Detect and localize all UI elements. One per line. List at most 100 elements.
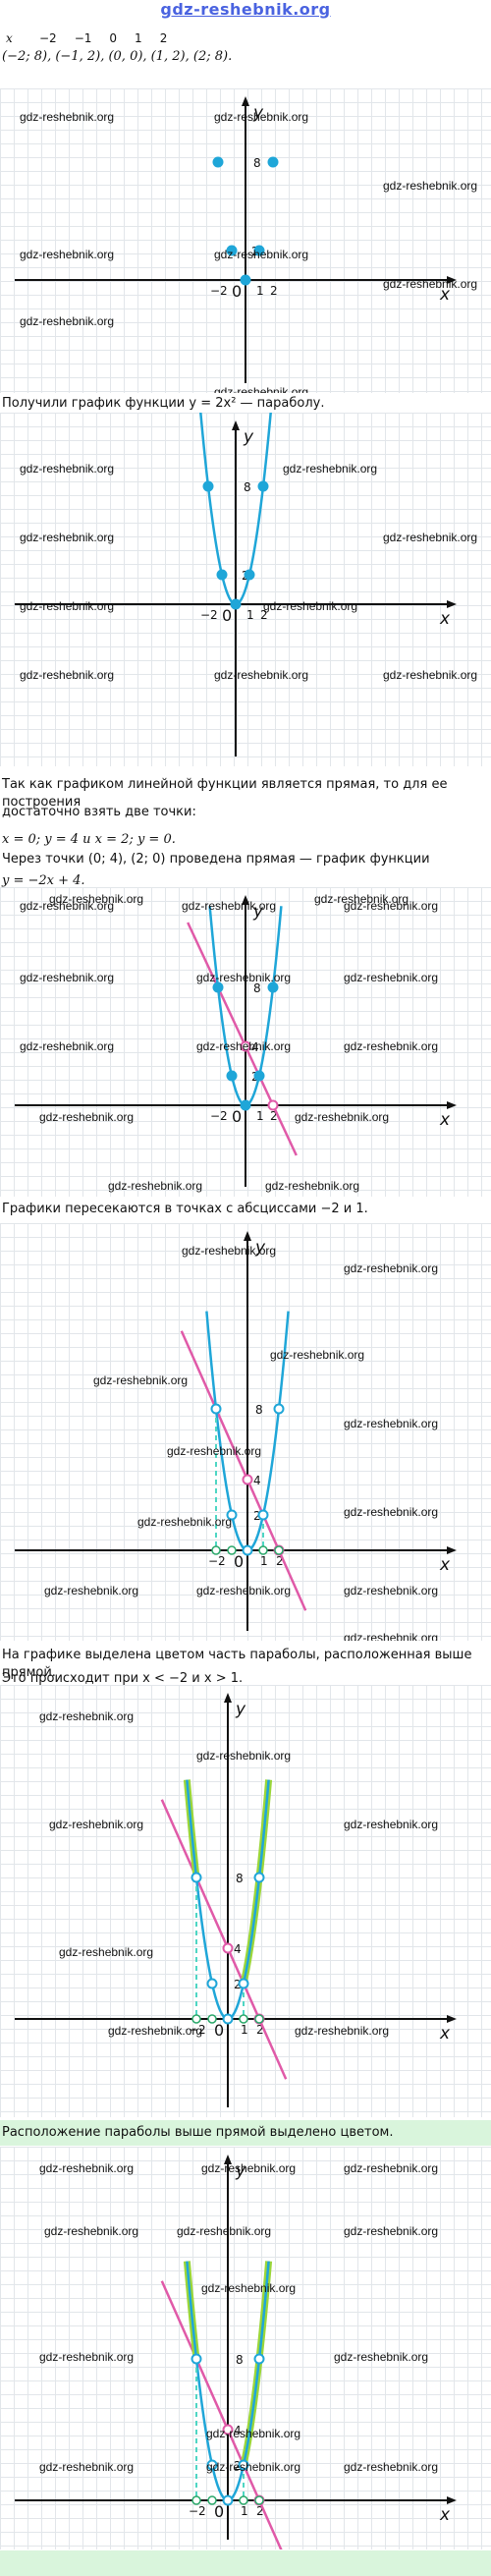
watermark: gdz-reshebnik.org [344, 2224, 439, 2238]
parabola-point [222, 2013, 234, 2025]
parabola-point [212, 156, 224, 168]
watermark: gdz-reshebnik.org [214, 385, 309, 393]
origin-label: 0 [222, 606, 232, 625]
y-tick-label: 4 [234, 2424, 242, 2437]
parabola-point [238, 1978, 249, 1989]
watermark: gdz-reshebnik.org [214, 248, 309, 261]
watermark: gdz-reshebnik.org [206, 2460, 301, 2474]
watermark: gdz-reshebnik.org [39, 2460, 135, 2474]
x-tick-label: 1 [256, 1109, 264, 1123]
graph-panel-1: xy0−21282gdz-reshebnik.orggdz-reshebnik.… [0, 88, 491, 393]
parabola-point [226, 1070, 238, 1082]
watermark: gdz-reshebnik.org [93, 1373, 189, 1387]
watermark: gdz-reshebnik.org [201, 2281, 297, 2295]
y-axis-label: y [252, 103, 264, 123]
x-axis-label: x [439, 2024, 451, 2044]
x-axis-point [191, 2495, 201, 2505]
parabola-point [226, 245, 238, 256]
x-axis-point [191, 2014, 201, 2024]
y-axis-arrow [224, 2155, 232, 2164]
x-tick-label: 2 [276, 1554, 284, 1568]
origin-label: 0 [234, 1552, 244, 1571]
line-point [222, 2424, 234, 2436]
text-line-through: Через точки (0; 4), (2; 0) проведена пря… [2, 852, 430, 867]
watermark: gdz-reshebnik.org [344, 1417, 439, 1430]
watermark: gdz-reshebnik.org [108, 2024, 203, 2038]
watermark: gdz-reshebnik.org [167, 1444, 262, 1458]
site-title[interactable]: gdz-reshebnik.org [160, 0, 331, 19]
x-tick-label: 1 [260, 1554, 268, 1568]
text-highlight-1: На графике выделена цветом часть парабол… [2, 1648, 472, 1680]
y-tick-label: 4 [253, 1474, 261, 1487]
table-x-value: 0 [109, 31, 118, 45]
watermark: gdz-reshebnik.org [344, 971, 439, 984]
x-tick-label: −2 [210, 1109, 228, 1123]
watermark: gdz-reshebnik.org [196, 971, 292, 984]
watermark: gdz-reshebnik.org [344, 1505, 439, 1519]
table-x-value: −1 [74, 31, 92, 45]
x-tick-label: 2 [256, 2504, 264, 2518]
y-axis-arrow [242, 895, 249, 905]
y-axis-label: y [235, 1700, 246, 1719]
y-tick-label: 8 [236, 1872, 244, 1885]
x-tick-label: 1 [256, 284, 264, 298]
x-tick-label: 2 [270, 284, 278, 298]
line-point [242, 1474, 253, 1485]
watermark: gdz-reshebnik.org [344, 1584, 439, 1597]
y-tick-label: 8 [244, 480, 251, 494]
x-axis-point [239, 2014, 248, 2024]
table-x-label: x [6, 31, 13, 45]
x-tick-label: 1 [241, 2023, 248, 2037]
x-axis-label: x [439, 1110, 451, 1130]
line-point [240, 1040, 251, 1052]
line-graph [160, 2280, 283, 2549]
parabola-point [206, 1978, 218, 1989]
x-axis-label: x [439, 2505, 451, 2525]
watermark: gdz-reshebnik.org [20, 314, 115, 328]
parabola-point [253, 1070, 265, 1082]
x-tick-label: −2 [200, 608, 218, 622]
y-tick-label: 2 [234, 2459, 242, 2473]
watermark: gdz-reshebnik.org [383, 531, 478, 544]
graph-panel-3: xy0−212842gdz-reshebnik.orggdz-reshebnik… [0, 887, 491, 1197]
watermark: gdz-reshebnik.org [196, 1039, 292, 1053]
x-tick-label: 2 [256, 2023, 264, 2037]
watermark: gdz-reshebnik.org [20, 248, 115, 261]
watermark: gdz-reshebnik.org [20, 110, 115, 124]
x-axis-arrow [447, 1546, 457, 1554]
watermark: gdz-reshebnik.org [383, 179, 478, 193]
origin-label: 0 [232, 1107, 242, 1126]
watermark: gdz-reshebnik.org [20, 531, 115, 544]
y-tick-label: 8 [253, 156, 261, 170]
watermark: gdz-reshebnik.org [383, 277, 478, 291]
parabola-point [226, 1509, 238, 1521]
x-axis-point [258, 1545, 268, 1555]
watermark: gdz-reshebnik.org [182, 899, 277, 913]
watermark: gdz-reshebnik.org [39, 1110, 135, 1124]
watermark: gdz-reshebnik.org [44, 1584, 139, 1597]
parabola-point [244, 569, 255, 581]
y-axis-arrow [232, 420, 240, 430]
watermark: gdz-reshebnik.org [314, 892, 409, 906]
watermark: gdz-reshebnik.org [39, 2350, 135, 2364]
x-axis-point [207, 2014, 217, 2024]
parabola-point [267, 981, 279, 993]
watermark: gdz-reshebnik.org [49, 892, 144, 906]
text-parabola: Получили график функции y = 2x² — парабо… [2, 396, 325, 411]
text-line-func: y = −2x + 4. [2, 873, 85, 888]
parabola-point [191, 1872, 202, 1883]
watermark: gdz-reshebnik.org [196, 1749, 292, 1763]
y-tick-label: 2 [253, 1509, 261, 1523]
y-tick-label: 8 [236, 2353, 244, 2367]
watermark: gdz-reshebnik.org [182, 1244, 277, 1258]
x-tick-label: −2 [208, 1554, 226, 1568]
table-x-value: 1 [135, 31, 142, 45]
parabola-point [240, 274, 251, 286]
parabola-point [202, 480, 214, 492]
bottom-band [0, 2550, 491, 2576]
watermark: gdz-reshebnik.org [270, 1348, 365, 1362]
watermark: gdz-reshebnik.org [344, 1039, 439, 1053]
y-tick-label: 2 [234, 1978, 242, 1991]
